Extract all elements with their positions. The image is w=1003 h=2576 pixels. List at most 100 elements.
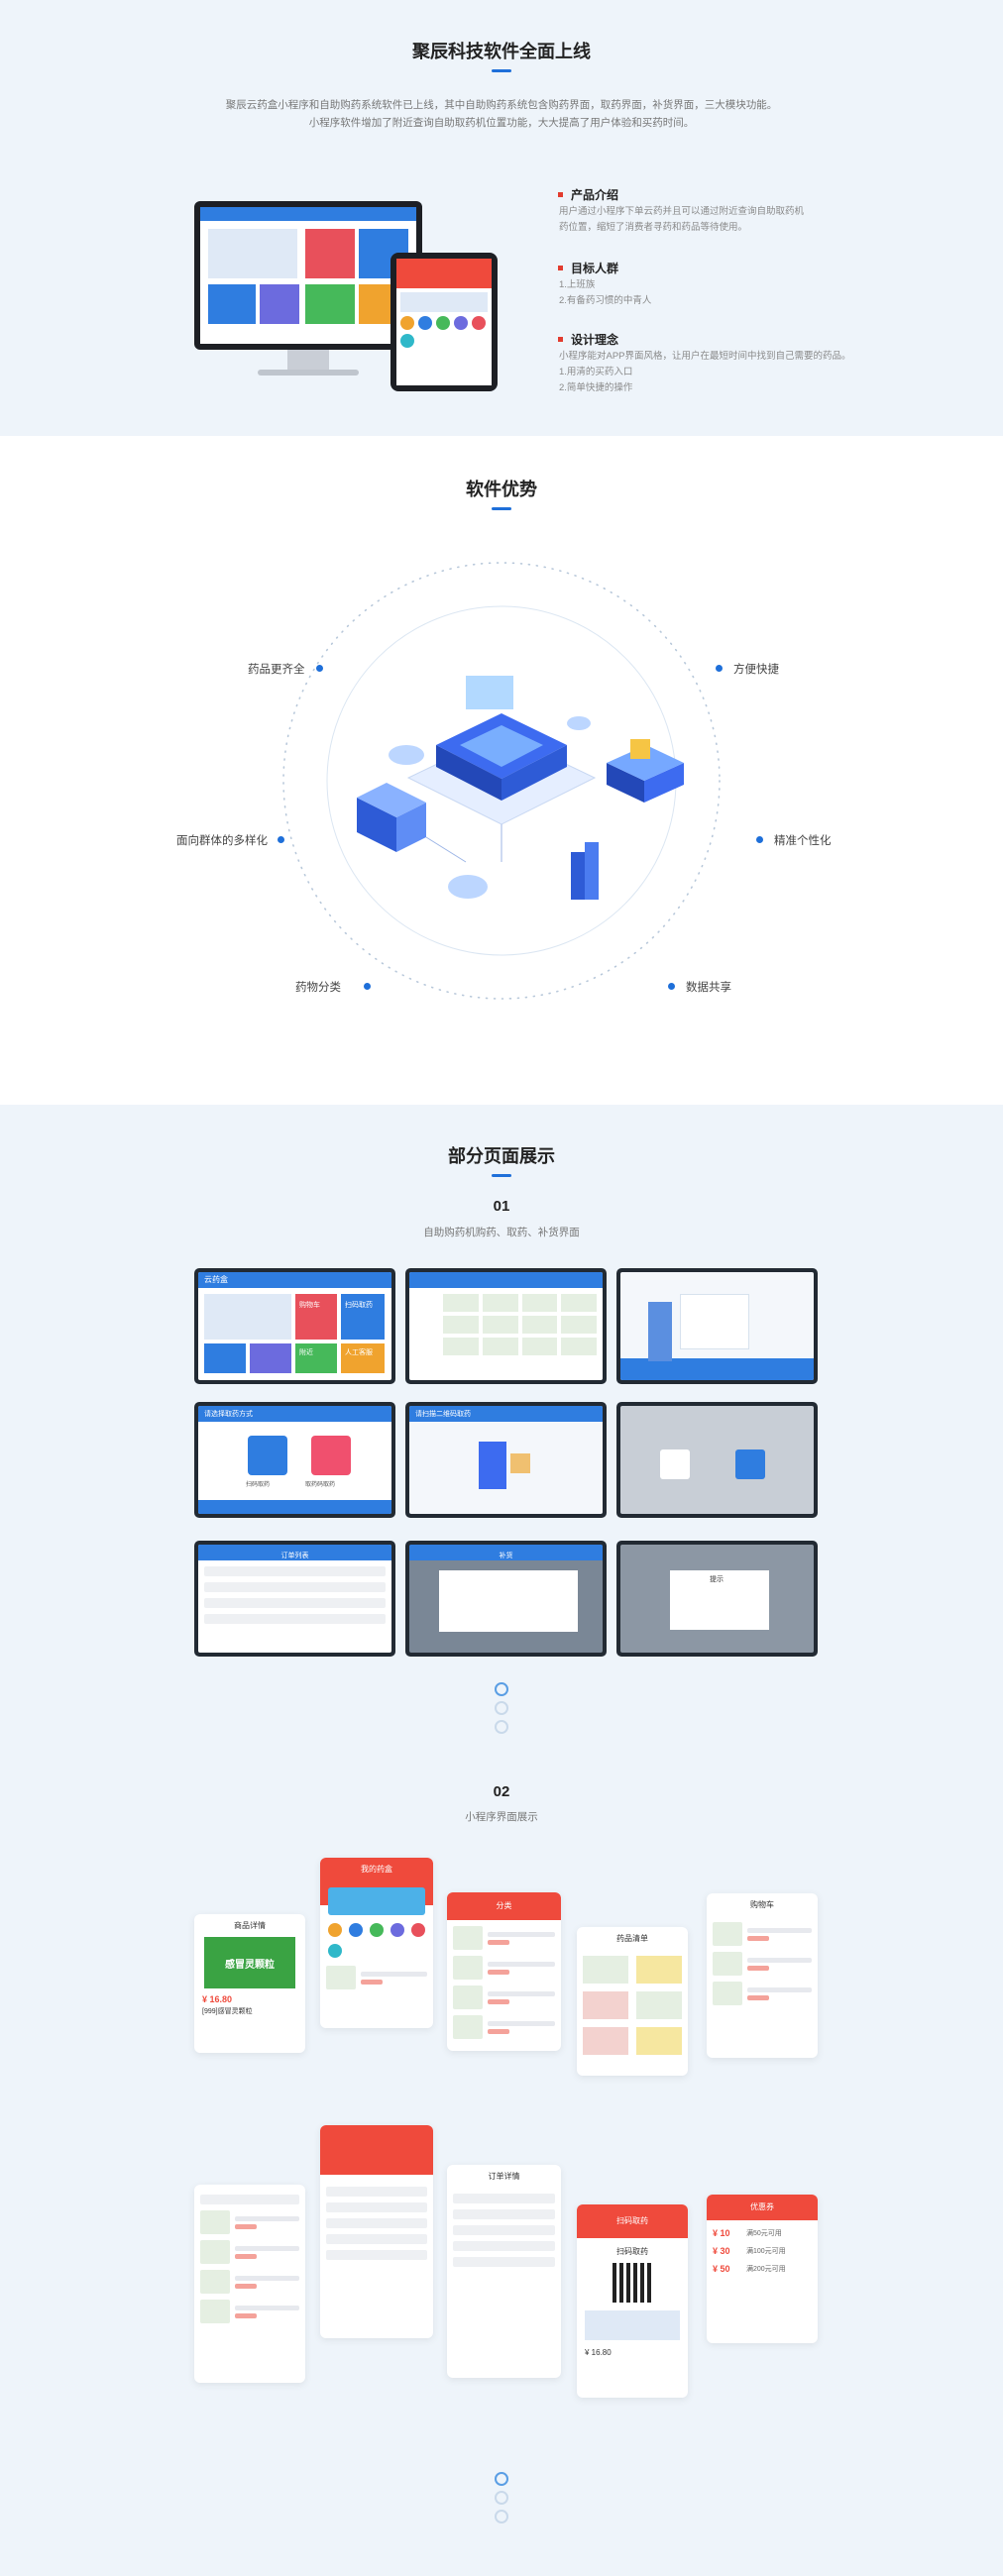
kiosk-login-screenshot <box>616 1268 818 1384</box>
title-underline <box>492 1174 511 1177</box>
advantages-section: 软件优势 药品更齐全 方便 <box>0 436 1003 1105</box>
cloud-platform-illustration <box>357 676 684 900</box>
pager-dot[interactable] <box>495 2472 508 2486</box>
feature-title-intro: 产品介绍 <box>571 188 619 202</box>
feature-line: 小程序能对APP界面风格，让用户在最短时间中找到自己需要的药品。 <box>559 351 851 362</box>
pager-dot[interactable] <box>495 2491 508 2505</box>
feature-line: 2.有备药习惯的中青人 <box>559 295 652 306</box>
intro-title: 聚辰科技软件全面上线 <box>412 42 591 61</box>
order-list-screenshot: 订单列表 <box>194 1541 395 1657</box>
feature-line: 药位置，缩短了消费者寻药和药品等待使用。 <box>559 222 748 233</box>
phone-title: 购物车 <box>750 1900 774 1909</box>
advantage-dot <box>716 665 723 672</box>
phone-order-detail: 订单详情 <box>447 2165 561 2378</box>
phone-home: 我的药盒 <box>320 1858 433 2028</box>
devices-illustration <box>188 193 515 401</box>
feature-title-audience: 目标人群 <box>571 262 619 275</box>
title-underline <box>492 507 511 510</box>
part-subtitle: 自助购药机购药、取药、补货界面 <box>423 1227 580 1238</box>
screen-title: 请扫描二维码取药 <box>415 1411 471 1418</box>
advantage-label: 面向群体的多样化 <box>176 835 268 847</box>
scan-qr-screenshot: 请扫描二维码取药 <box>405 1402 607 1518</box>
feature-bullet <box>558 337 563 342</box>
monitor-icon <box>194 201 422 350</box>
restock-confirm-screenshot: 提示 <box>616 1541 818 1657</box>
pick-button: 取药码取药 <box>305 1482 336 1488</box>
advantage-dot <box>316 665 323 672</box>
phone-profile <box>320 2125 433 2338</box>
coupon-desc: 满200元可用 <box>746 2266 786 2273</box>
product-banner: 感冒灵颗粒 <box>225 1959 275 1971</box>
screen-title: 请选择取药方式 <box>204 1411 253 1418</box>
pick-button: 扫码取药 <box>246 1482 271 1488</box>
intro-line-2: 小程序软件增加了附近查询自助取药机位置功能，大大提高了用户体验和买药时间。 <box>308 117 695 129</box>
pager-dot[interactable] <box>495 2510 508 2523</box>
advantage-dot <box>756 836 763 843</box>
title-underline <box>492 69 511 72</box>
advantage-dot <box>278 836 284 843</box>
dialog-title: 提示 <box>710 1576 724 1583</box>
phone-title: 商品详情 <box>234 1921 266 1930</box>
intro-section: 聚辰科技软件全面上线 聚辰云药盒小程序和自助购药系统软件已上线，其中自助购药系统… <box>0 0 1003 436</box>
showcase-title: 部分页面展示 <box>448 1146 555 1166</box>
part-subtitle: 小程序界面展示 <box>465 1811 538 1823</box>
phone-title: 扫码取药 <box>577 2204 688 2238</box>
phone-drug-grid: 药品清单 <box>577 1927 688 2076</box>
kiosk-btn: 扫码取药 <box>345 1302 373 1309</box>
phone-title: 优惠券 <box>707 2195 818 2220</box>
advantage-dot <box>668 983 675 990</box>
advantages-title: 软件优势 <box>466 480 537 499</box>
feature-title-design: 设计理念 <box>571 333 619 347</box>
feature-line: 用户通过小程序下单云药并且可以通过附近查询自助取药机 <box>559 206 805 217</box>
product-name: [999]感冒灵颗粒 <box>202 2008 253 2015</box>
tablet-icon <box>390 253 498 391</box>
brand-label: 云药盒 <box>204 1275 228 1284</box>
phone-search-list <box>194 2185 305 2383</box>
phone-title: 分类 <box>447 1892 561 1920</box>
feature-bullet <box>558 192 563 197</box>
qr-title: 扫码取药 <box>616 2247 648 2256</box>
part-number: 02 <box>493 1783 510 1800</box>
pager-dot[interactable] <box>495 1720 508 1734</box>
advantage-label: 药物分类 <box>295 982 341 994</box>
screen-title: 订单列表 <box>280 1553 309 1559</box>
kiosk-btn: 人工客服 <box>345 1349 373 1356</box>
phone-title: 药品清单 <box>616 1934 648 1943</box>
order-price: ¥ 16.80 <box>585 2348 612 2357</box>
intro-line-1: 聚辰云药盒小程序和自助购药系统软件已上线，其中自助购药系统包含购药界面，取药界面… <box>225 99 778 111</box>
coupon-amount: ¥ 10 <box>713 2228 730 2238</box>
coupon-amount: ¥ 30 <box>713 2246 730 2256</box>
coupon-desc: 满100元可用 <box>746 2248 786 2255</box>
phone-product-detail: 商品详情 感冒灵颗粒 ¥ 16.80 [999]感冒灵颗粒 <box>194 1914 305 2053</box>
restock-screenshot: 补货 <box>405 1541 607 1657</box>
screen-title: 补货 <box>499 1553 513 1559</box>
phone-cart: 购物车 <box>707 1893 818 2058</box>
pharmacy-scan-screenshot <box>616 1402 818 1518</box>
phone-scan-pick: 扫码取药 扫码取药 ¥ 16.80 <box>577 2204 688 2398</box>
kiosk-product-list-screenshot <box>405 1268 607 1384</box>
coupon-amount: ¥ 50 <box>713 2264 730 2274</box>
part-number: 01 <box>493 1198 510 1215</box>
pager-dot[interactable] <box>495 1682 508 1696</box>
advantage-label: 精准个性化 <box>774 835 832 847</box>
qr-code-icon <box>613 2263 652 2303</box>
feature-line: 1.用清的买药入口 <box>559 367 633 377</box>
feature-bullet <box>558 266 563 270</box>
advantage-label: 方便快捷 <box>733 664 779 676</box>
coupon-desc: 满50元可用 <box>746 2230 782 2237</box>
kiosk-home-screenshot: 云药盒 购物车 扫码取药 附近 人工客服 <box>194 1268 395 1384</box>
advantages-orbit <box>282 562 721 1000</box>
kiosk-btn: 购物车 <box>299 1302 320 1309</box>
phone-category: 分类 <box>447 1892 561 2051</box>
kiosk-btn: 附近 <box>299 1349 313 1356</box>
advantage-label: 药品更齐全 <box>248 664 305 676</box>
phone-title: 订单详情 <box>488 2172 520 2181</box>
feature-line: 2.简单快捷的操作 <box>559 382 633 393</box>
advantage-label: 数据共享 <box>686 982 731 994</box>
feature-line: 1.上班族 <box>559 279 596 290</box>
product-price: ¥ 16.80 <box>202 1994 233 2004</box>
pick-method-screenshot: 请选择取药方式 扫码取药 取药码取药 <box>194 1402 395 1518</box>
advantage-dot <box>364 983 371 990</box>
pager-dot[interactable] <box>495 1701 508 1715</box>
phone-coupons: 优惠券 ¥ 10 满50元可用 ¥ 30 满100元可用 ¥ 50 满200元可… <box>707 2195 818 2343</box>
